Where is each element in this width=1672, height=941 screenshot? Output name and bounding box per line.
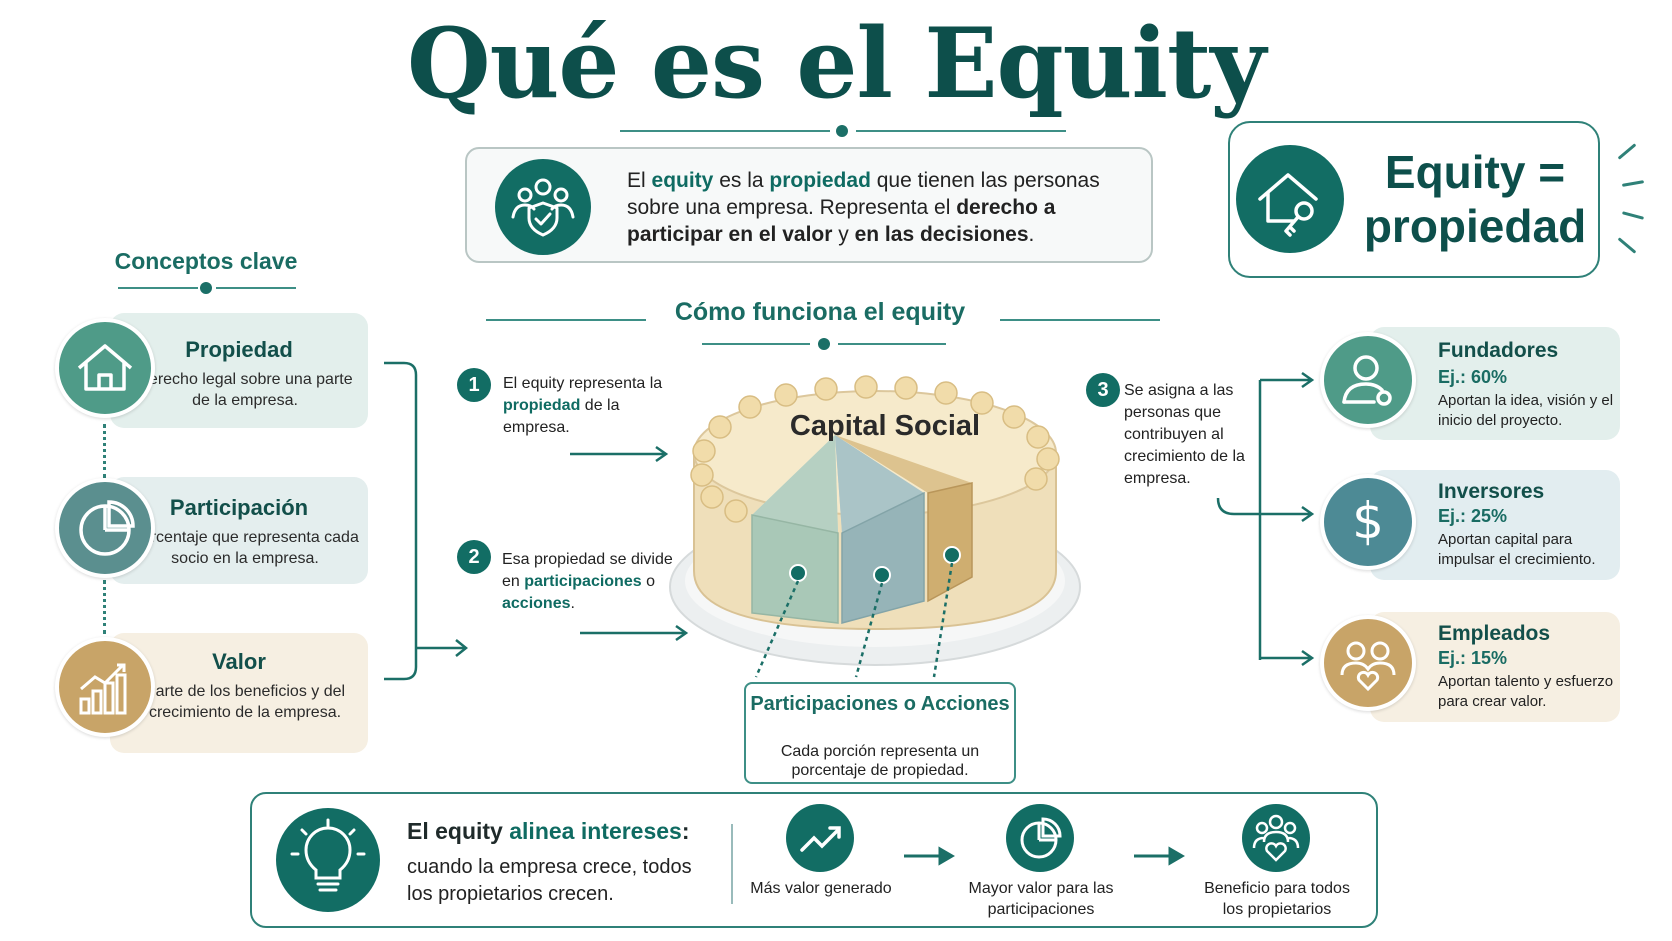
como-title: Cómo funciona el equity: [674, 298, 966, 326]
title-rule-dot: [836, 125, 848, 137]
bottom-heading: El equity alinea intereses:: [407, 818, 690, 844]
conceptos-rule-left: [118, 287, 198, 289]
growth-bars-icon: [55, 637, 155, 737]
concept-title: Propiedad: [185, 337, 293, 362]
title-rule-right: [856, 130, 1066, 132]
equity-badge: Equity = propiedad: [1228, 121, 1600, 278]
burst-line: [1621, 211, 1645, 220]
dollar-icon: $: [1320, 474, 1416, 570]
role-title: Fundadores: [1438, 339, 1559, 362]
role-desc: Aportan talento y esfuerzo para crear va…: [1438, 673, 1614, 710]
house-key-icon: [1236, 145, 1344, 253]
person-icon: [1320, 332, 1416, 428]
bottom-alignment-box: El equity alinea intereses: cuando la em…: [250, 792, 1378, 928]
page-title: Qué es el Equity: [406, 7, 1266, 120]
conceptos-rule-right: [216, 287, 296, 289]
concept-connector: [103, 424, 106, 478]
flow-label-1: Más valor generado: [750, 880, 892, 897]
bottom-divider: [731, 824, 733, 904]
role-desc: Aportan la idea, visión y el inicio del …: [1438, 392, 1614, 429]
step-2-number: 2: [457, 540, 491, 574]
concept-desc: Derecho legal sobre una parte de la empr…: [137, 371, 353, 409]
flow-label-2: Mayor valor para las participaciones: [968, 880, 1114, 918]
role-card-fundadores: Fundadores Ej.: 60% Aportan la idea, vis…: [1370, 327, 1620, 440]
pie-chart-icon: [55, 478, 155, 578]
participaciones-title: Participaciones o Acciones: [750, 693, 1010, 715]
definition-box: El equity es la propiedad que tienen las…: [465, 147, 1153, 263]
equity-badge-text: Equity = propiedad: [1363, 146, 1587, 252]
concept-title: Participación: [169, 495, 309, 520]
como-rule-right: [1000, 319, 1160, 321]
step-1-arrow: [570, 445, 669, 463]
people-shield-icon: [495, 159, 591, 255]
title-rule-left: [620, 130, 830, 132]
participaciones-box: Participaciones o Acciones Cada porción …: [744, 682, 1016, 784]
concept-connector: [103, 580, 106, 634]
step-1-text: El equity representa la propiedad de la …: [503, 375, 663, 436]
burst-line: [1617, 237, 1637, 254]
role-example: Ej.: 60%: [1438, 367, 1508, 387]
team-heart-icon: [1320, 615, 1416, 711]
step-3-number: 3: [1086, 373, 1120, 407]
role-desc: Aportan capital para impulsar el crecimi…: [1438, 531, 1596, 568]
capital-social-cake: [669, 375, 1081, 678]
step-2-arrow: [580, 624, 689, 642]
flow-label-3: Beneficio para todos los propietarios: [1204, 880, 1350, 918]
lightbulb-icon: [276, 808, 380, 912]
burst-line: [1621, 180, 1645, 187]
bottom-text: cuando la empresa crece, todos los propi…: [407, 856, 692, 905]
concept-desc: Parte de los beneficios y del crecimient…: [144, 683, 346, 721]
como-rule-left: [486, 319, 646, 321]
conceptos-rule-dot: [200, 282, 212, 294]
roles-branch-arrows: [1216, 371, 1315, 667]
step-1-number: 1: [457, 368, 491, 402]
role-example: Ej.: 15%: [1438, 648, 1508, 668]
trend-up-icon: [786, 804, 854, 872]
concepts-bracket: [384, 361, 469, 681]
pie-chart-icon: [1006, 804, 1074, 872]
role-example: Ej.: 25%: [1438, 506, 1508, 526]
step-2-text: Esa propiedad se divide en participacion…: [502, 551, 673, 612]
conceptos-title: Conceptos clave: [114, 248, 298, 274]
role-title: Empleados: [1438, 622, 1551, 645]
role-title: Inversores: [1438, 480, 1545, 503]
como-subrule-left: [702, 343, 810, 345]
concept-title: Valor: [212, 649, 266, 674]
como-rule-dot: [818, 338, 830, 350]
house-icon: [55, 318, 155, 418]
definition-text: El equity es la propiedad que tienen las…: [627, 169, 1100, 246]
cake-label: Capital Social: [789, 410, 981, 442]
group-heart-icon: [1242, 804, 1310, 872]
concept-desc: Porcentaje que representa cada socio en …: [131, 529, 359, 567]
flow-arrow: [904, 846, 955, 866]
flow-arrow: [1134, 846, 1185, 866]
svg-text:$: $: [1352, 492, 1384, 550]
como-subrule-right: [838, 343, 946, 345]
participaciones-desc: Cada porción representa un porcentaje de…: [780, 743, 980, 779]
step-3-text: Se asigna a las personas que contribuyen…: [1124, 382, 1245, 487]
burst-line: [1617, 143, 1637, 160]
